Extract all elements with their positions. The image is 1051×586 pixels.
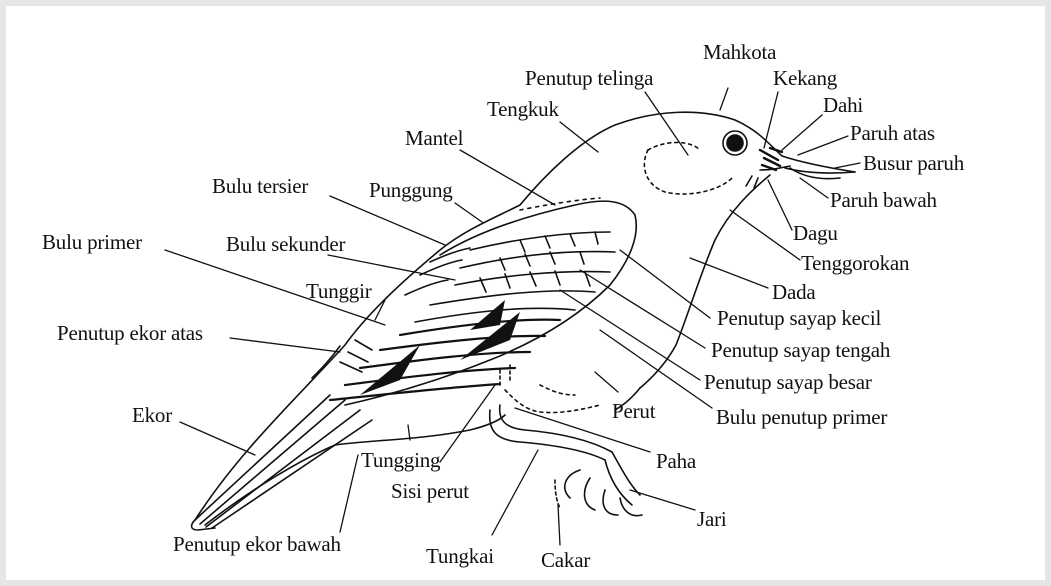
label-kekang: Kekang [773,66,837,90]
leader-line [230,338,340,352]
leader-line [630,490,695,510]
label-tungkai: Tungkai [426,544,494,568]
label-tengkuk: Tengkuk [487,97,559,121]
leader-line [730,210,800,260]
leader-line [330,196,445,245]
label-bulu-tersier: Bulu tersier [212,174,308,198]
label-bulu-primer: Bulu primer [42,230,142,254]
leader-line [340,455,358,532]
leader-line [764,92,778,148]
label-mahkota: Mahkota [703,40,776,64]
leader-line [440,385,495,462]
bird-legs [490,365,642,516]
leader-line [782,115,822,150]
label-dagu: Dagu [793,221,838,245]
leader-line [580,270,705,348]
leader-line [375,300,385,320]
label-penutup-sayap-besar: Penutup sayap besar [704,370,872,394]
leader-line [595,372,618,392]
leader-line [460,150,555,205]
label-dahi: Dahi [823,93,863,117]
bird-wing [330,198,636,405]
label-sisi-perut: Sisi perut [391,479,469,503]
leader-line [455,203,482,222]
label-tenggorokan: Tenggorokan [801,251,909,275]
label-penutup-sayap-tengah: Penutup sayap tengah [711,338,890,362]
leader-line [558,505,560,545]
label-jari: Jari [697,507,727,531]
label-ekor: Ekor [132,403,172,427]
label-bulu-sekunder: Bulu sekunder [226,232,345,256]
label-punggung: Punggung [369,178,453,202]
label-penutup-telinga: Penutup telinga [525,66,653,90]
leader-line [768,180,792,230]
leader-line [180,422,255,455]
label-cakar: Cakar [541,548,590,572]
label-tunggir: Tunggir [306,279,372,303]
label-mantel: Mantel [405,126,463,150]
label-bulu-penutup-primer: Bulu penutup primer [716,405,887,429]
label-penutup-ekor-atas: Penutup ekor atas [57,321,203,345]
label-penutup-ekor-bawah: Penutup ekor bawah [173,532,341,556]
label-penutup-sayap-kecil: Penutup sayap kecil [717,306,881,330]
label-perut: Perut [612,399,655,423]
bird-head-details [644,131,790,194]
leader-line [492,450,538,535]
leader-line [798,136,848,155]
label-paha: Paha [656,449,696,473]
label-paruh-atas: Paruh atas [850,121,935,145]
leader-line [800,178,828,198]
label-paruh-bawah: Paruh bawah [830,188,937,212]
label-dada: Dada [772,280,816,304]
label-tungging: Tungging [361,448,440,472]
label-busur-paruh: Busur paruh [863,151,964,175]
leader-line [645,92,688,155]
leader-line [835,163,860,168]
leader-line [720,88,728,110]
